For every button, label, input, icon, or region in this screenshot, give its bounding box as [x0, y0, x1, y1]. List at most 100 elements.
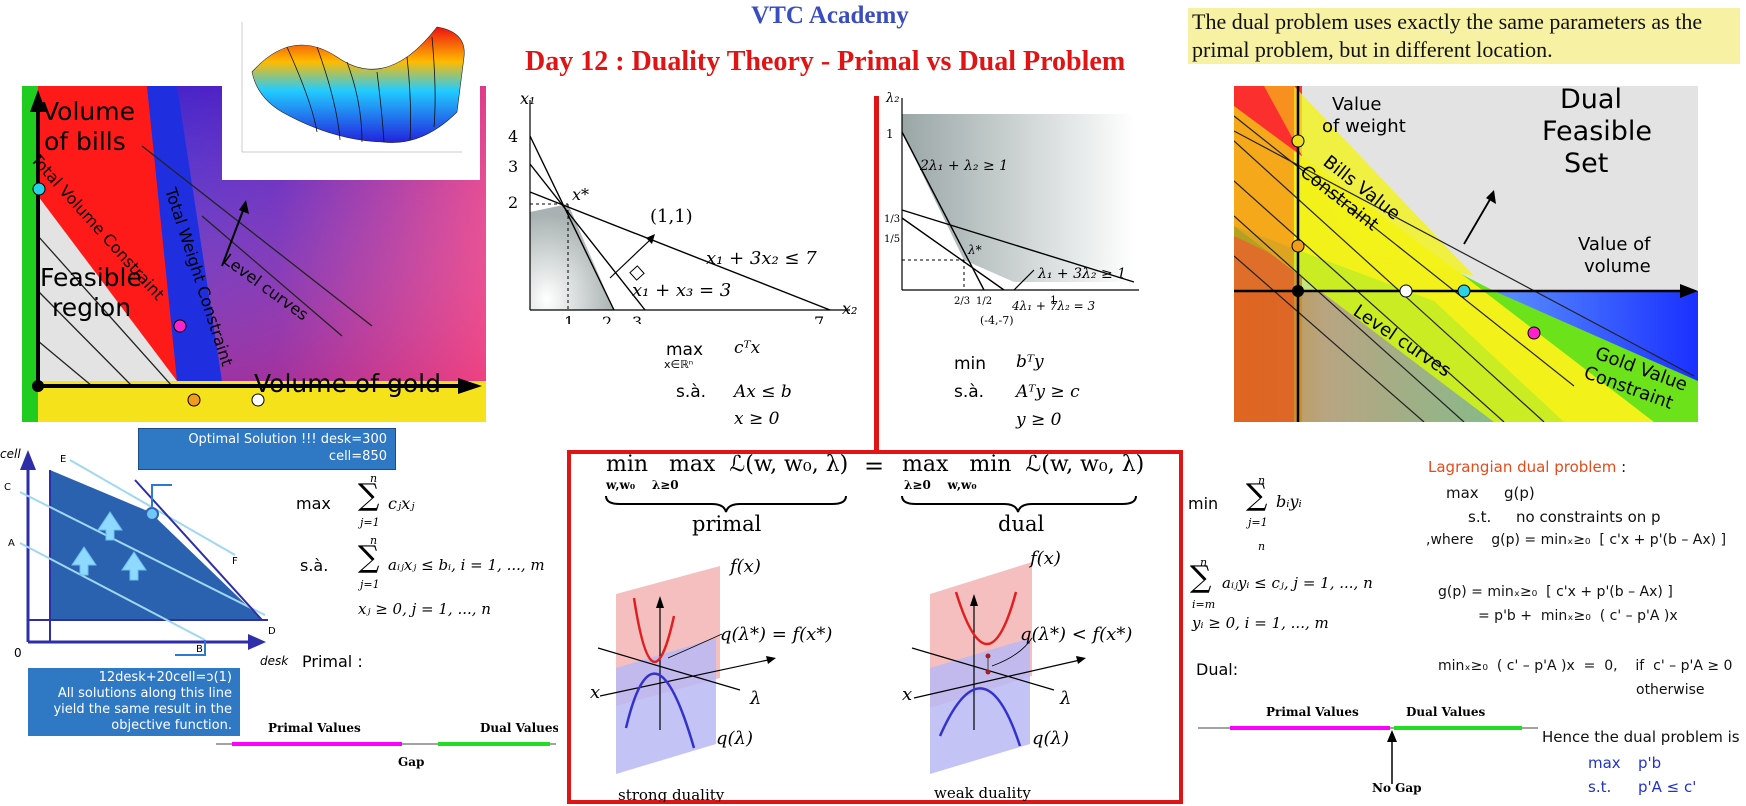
sum-primal-n1: n — [370, 472, 378, 485]
sum-primal-term: cⱼxⱼ — [388, 494, 415, 513]
dual-xtick-2: 1/2 — [976, 296, 992, 307]
sum-symbol-2: ∑ — [358, 540, 380, 575]
letter-b: B — [196, 644, 203, 655]
primal-max-sub: x∈ℝⁿ — [664, 358, 694, 371]
lagrangian-panel: Lagrangian dual problem : max g(p) s.t. … — [1420, 456, 1740, 806]
ytick-3: 3 — [508, 157, 518, 176]
letter-e: E — [60, 454, 66, 465]
sum-dual-n2: n — [1258, 540, 1266, 553]
dual-ytick-1: 1 — [886, 127, 894, 141]
dual-label: Dual: — [1196, 660, 1239, 679]
lambda-star: λ* — [967, 243, 982, 257]
xtick-1: 1 — [564, 313, 574, 324]
primal-lp-form: max x∈ℝⁿ cᵀx s.à. Ax ≤ b x ≥ 0 — [660, 338, 800, 438]
lagrangian-title-text: Lagrangian dual problem — [1428, 458, 1617, 476]
center-rhs-sub: λ≥0 w,w₀ — [904, 478, 977, 492]
lagr-hence: Hence the dual problem is — [1542, 728, 1740, 746]
gap-bar-right: Primal Values Dual Values No Gap — [1198, 705, 1538, 795]
saddle-surface-plot — [222, 2, 480, 180]
ytick-4: 4 — [508, 127, 518, 146]
lagr-g1: g(p) = minₓ≥₀ [ c'x + p'(b – Ax) ] — [1438, 584, 1673, 600]
axis-x2: x₂ — [842, 299, 857, 318]
gap-right-dual: Dual Values — [1406, 705, 1486, 719]
lagr-otherwise: otherwise — [1636, 682, 1705, 698]
constraint-2: x₁ + x₃ = 3 — [632, 280, 731, 301]
gap-left-gap: Gap — [398, 755, 424, 769]
weak-lambda: λ — [1059, 688, 1071, 709]
day-title: Day 12 : Duality Theory - Primal vs Dual… — [525, 46, 1126, 77]
weak-q: q(λ) — [1032, 728, 1069, 749]
axis-x1: x₁ — [520, 92, 535, 108]
center-lhs: min max ℒ(w, w₀, λ) — [606, 452, 849, 477]
dual-xtick-3: 1 — [1050, 294, 1057, 307]
center-dual-label: dual — [998, 512, 1045, 536]
lagr-final-max: max — [1588, 754, 1621, 772]
origin: 0 — [14, 646, 22, 660]
strong-eq: q(λ*) = f(x*) — [720, 624, 832, 645]
lagr-st: s.t. — [1468, 508, 1492, 526]
primal-c1: Ax ≤ b — [734, 382, 792, 402]
dual-ytick-3: 1/5 — [884, 234, 900, 245]
weak-fx: f(x) — [1028, 548, 1061, 569]
letter-c: C — [4, 482, 11, 493]
xtick-3: 3 — [632, 313, 642, 324]
dual-xtick-1: 2/3 — [954, 296, 970, 307]
lagr-max: max — [1446, 484, 1479, 502]
axis-lambda2: λ₂ — [885, 92, 899, 106]
sum-primal-max: max — [296, 494, 331, 513]
weak-eq: q(λ*) < f(x*) — [1020, 624, 1132, 645]
sum-primal-c1: aᵢⱼxⱼ ≤ bᵢ, i = 1, ..., m — [388, 556, 545, 574]
lagrangian-title: Lagrangian dual problem : — [1428, 458, 1626, 476]
sum-primal-c2: xⱼ ≥ 0, j = 1, ..., n — [358, 600, 491, 618]
lagr-final-obj: p'b — [1638, 754, 1662, 772]
academy-title: VTC Academy — [751, 2, 909, 29]
sum-dual-n1: n — [1258, 474, 1266, 487]
label-volume-gold: Volume of gold — [254, 369, 441, 398]
sum-primal-sa: s.à. — [300, 556, 329, 575]
strong-lambda: λ — [749, 688, 761, 709]
lp-primal-plot: x₁ x₂ 4 3 2 1 2 3 7 x* (1,1) x₁ + 3x₂ ≤ … — [508, 92, 857, 324]
weak-caption: weak duality — [934, 784, 1031, 802]
gap-left-primal: Primal Values — [268, 721, 361, 735]
xstar-label: x* — [572, 185, 589, 204]
xtick-7: 7 — [814, 313, 824, 324]
underbraces — [605, 495, 1137, 513]
dual-lp-form: min bᵀy s.à. Aᵀy ≥ c y ≥ 0 — [950, 352, 1100, 436]
center-lhs-sub: w,w₀ λ≥0 — [606, 478, 679, 492]
sum-primal-j2: j=1 — [360, 578, 380, 591]
lp-example-plot: cell desk 0 E C A F D B — [0, 447, 289, 668]
axis-cell: cell — [0, 447, 21, 461]
dual-constraint-3: 4λ₁ + 7λ₂ = 3 — [1011, 299, 1095, 313]
sum-symbol-3: ∑ — [1246, 478, 1268, 513]
line-callout: 12desk+20cell=ɔ(1) All solutions along t… — [28, 668, 240, 736]
sum-symbol-1: ∑ — [358, 478, 380, 513]
xtick-2: 2 — [602, 313, 612, 324]
sum-dual-min: min — [1188, 494, 1219, 513]
dual-sa: s.à. — [954, 382, 985, 402]
lagr-final-constraint: p'A ≤ c' — [1638, 778, 1697, 796]
sum-symbol-4: ∑ — [1190, 560, 1212, 595]
point-11-label: (1,1) — [650, 206, 693, 227]
gap-right-primal: Primal Values — [1266, 705, 1359, 719]
strong-fx: f(x) — [728, 556, 761, 577]
axis-desk: desk — [260, 654, 289, 668]
optimal-callout: Optimal Solution !!! desk=300 cell=850 — [138, 428, 396, 470]
dual-objective: bᵀy — [1016, 352, 1044, 372]
primal-max: max — [666, 340, 704, 360]
lagr-where: ,where g(p) = minₓ≥₀ [ c'x + p'(b – Ax) … — [1426, 532, 1727, 548]
sum-primal-j1: j=1 — [360, 516, 380, 529]
weak-duality-figure: f(x) q(λ*) < f(x*) x λ q(λ) weak duality — [902, 548, 1132, 802]
sum-dual-n3: n — [1200, 556, 1208, 569]
lagr-final-st: s.t. — [1588, 778, 1612, 796]
letter-a: A — [8, 538, 15, 549]
sum-dual-term: bᵢyᵢ — [1276, 492, 1302, 511]
dual-c1: Aᵀy ≥ c — [1016, 382, 1080, 402]
center-rhs: max min ℒ(w, w₀, λ) — [902, 452, 1145, 477]
dual-constraint-2: λ₁ + 3λ₂ ≥ 1 — [1037, 266, 1126, 282]
